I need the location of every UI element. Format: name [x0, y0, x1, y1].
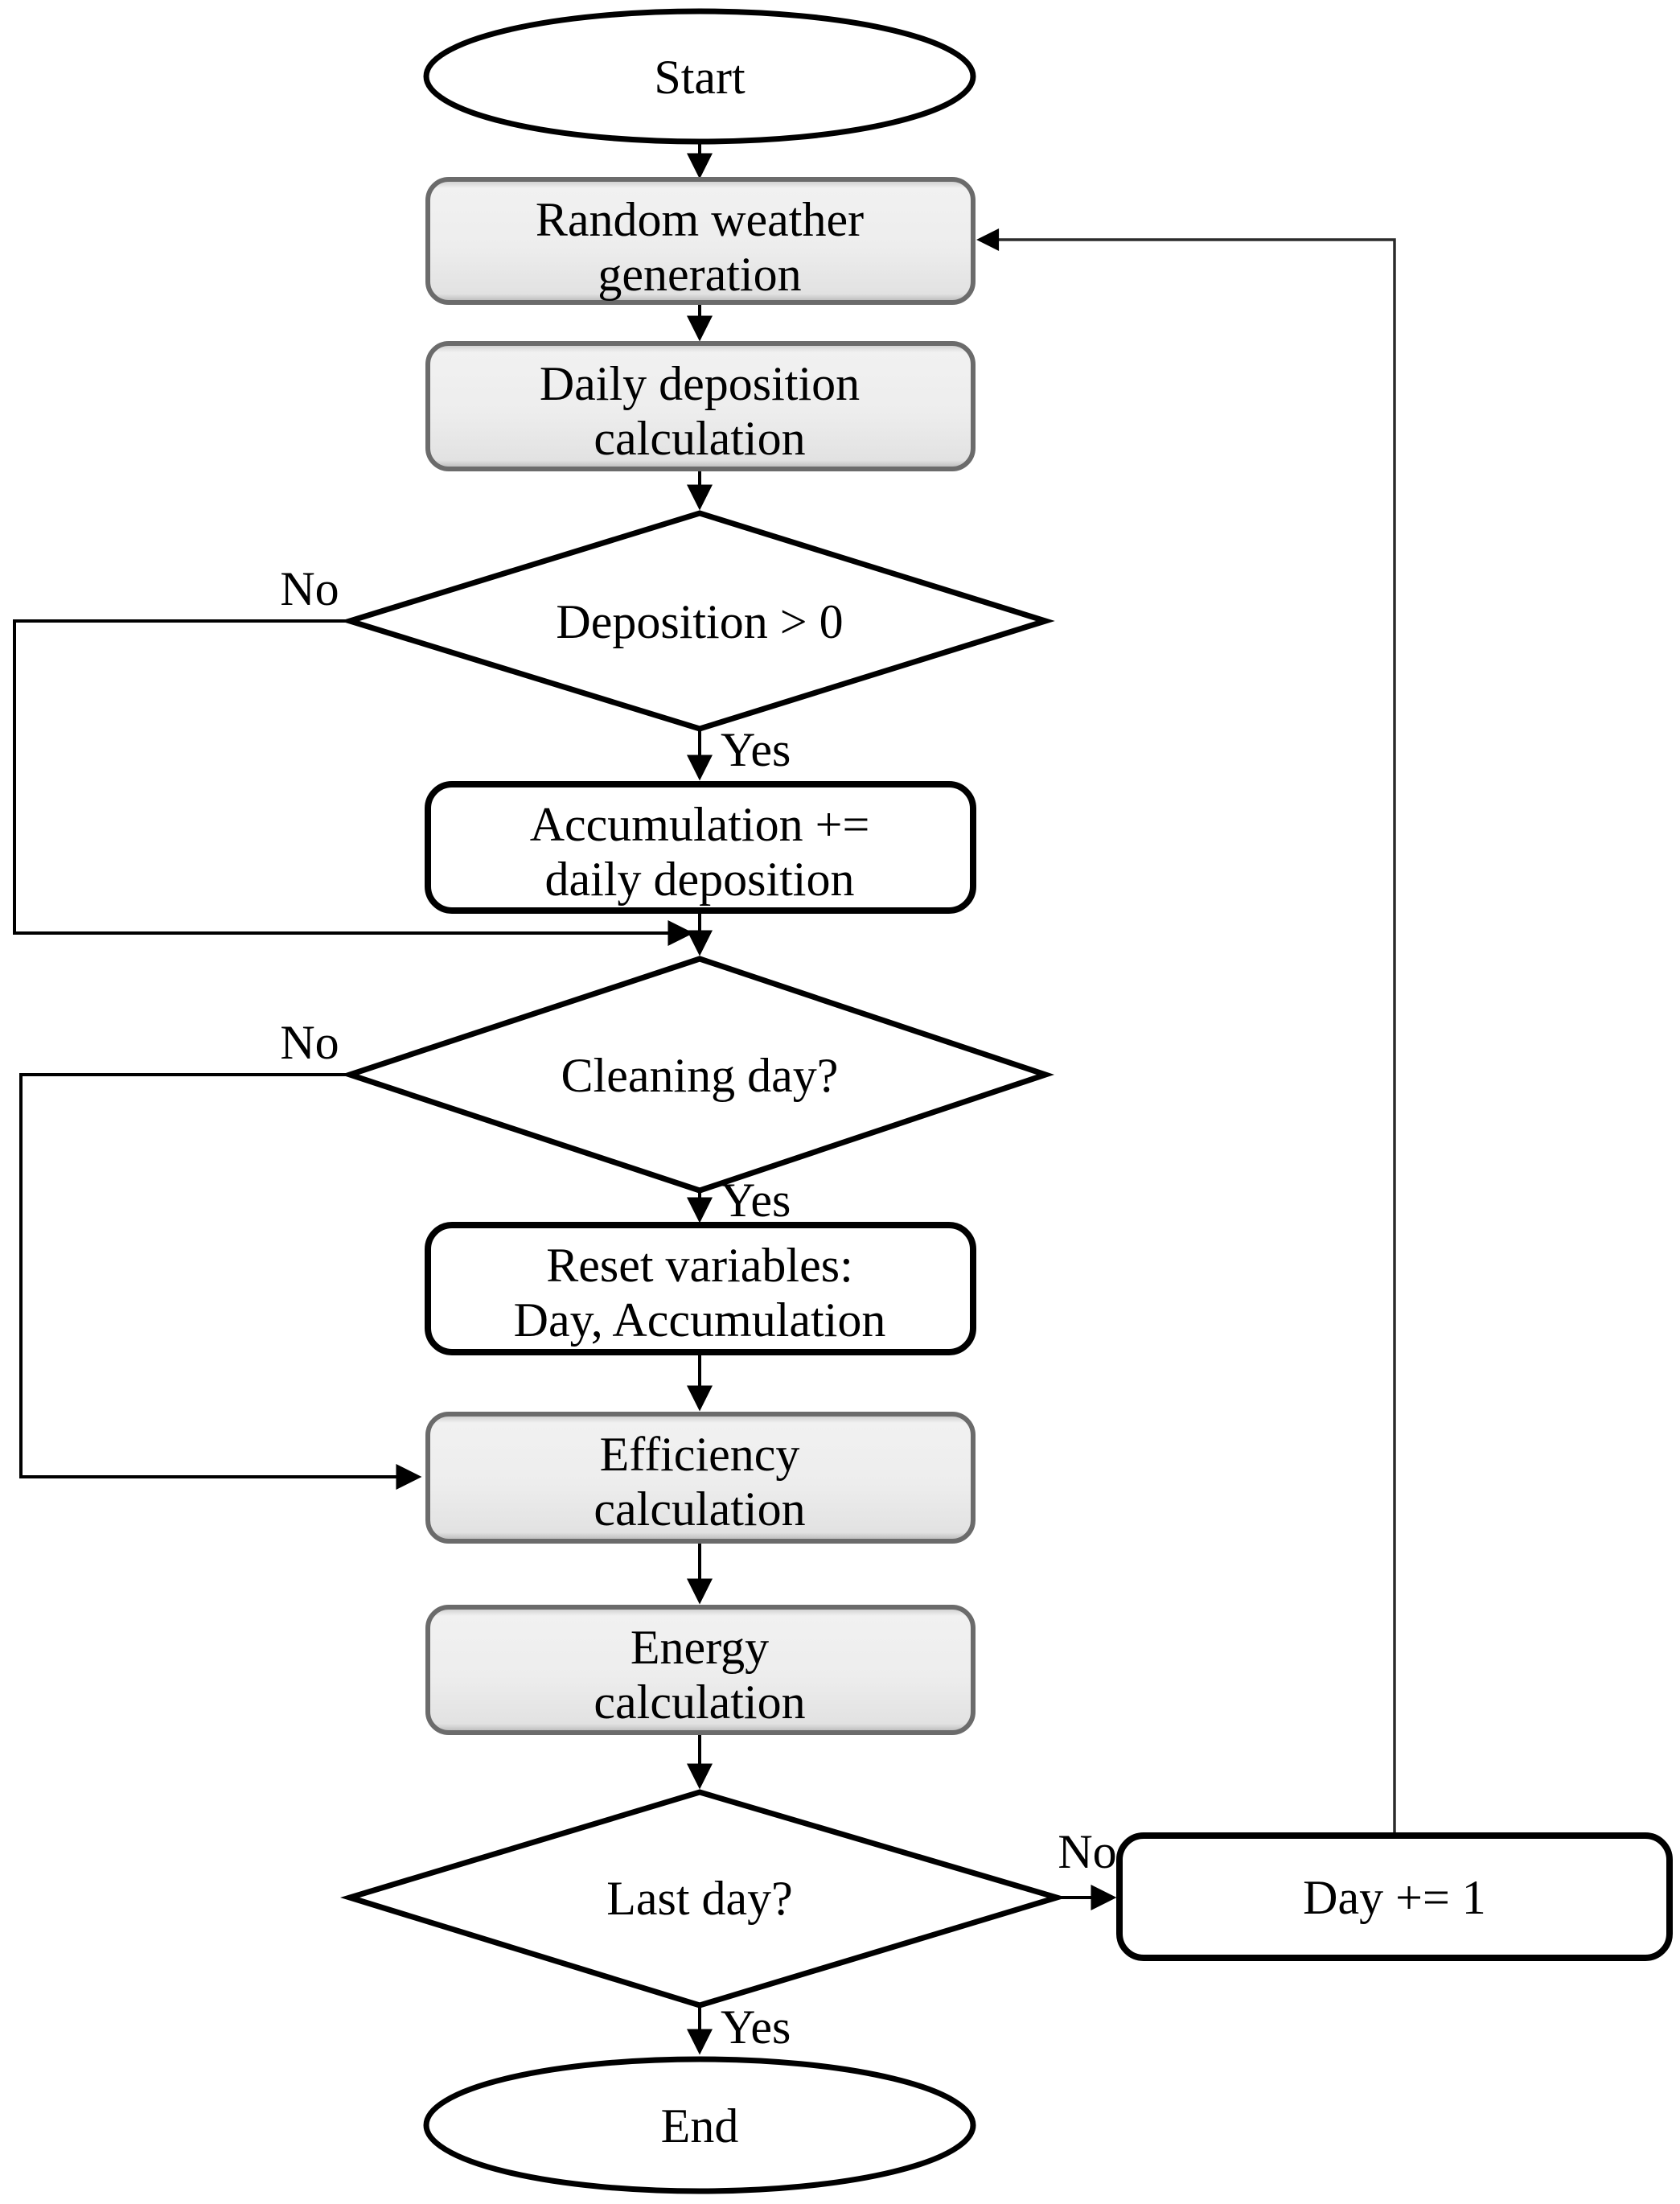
node-random-weather: Random weather generation: [425, 177, 976, 305]
energy-label-line1: Energy: [631, 1621, 769, 1674]
cleaning-check-label: Cleaning day?: [561, 1049, 839, 1102]
edge-labels: No Yes No Yes No Yes: [280, 562, 1116, 2054]
node-accumulation: Accumulation += daily deposition: [425, 781, 976, 914]
accumulation-label-line2: daily deposition: [545, 853, 855, 906]
node-start: Start: [423, 8, 976, 145]
node-energy: Energy calculation: [425, 1605, 976, 1735]
node-day-increment: Day += 1: [1116, 1832, 1673, 1961]
energy-label-line2: calculation: [594, 1676, 805, 1729]
day-increment-label: Day += 1: [1303, 1871, 1486, 1924]
edge-label-last-day-no: No: [1058, 1825, 1116, 1878]
edge-label-last-day-yes: Yes: [721, 2000, 791, 2054]
efficiency-label-line2: calculation: [594, 1482, 805, 1536]
random-weather-label-line1: Random weather: [536, 193, 864, 246]
edge-cleaning-no-to-efficiency: [19, 1073, 422, 1490]
daily-deposition-label-line2: calculation: [594, 412, 805, 465]
last-day-check-decision-shape: [339, 1789, 1067, 2009]
random-weather-label-line2: generation: [598, 248, 801, 301]
edge-label-cleaning-no: No: [280, 1016, 339, 1069]
efficiency-label-line1: Efficiency: [600, 1428, 800, 1481]
start-label: Start: [654, 51, 746, 104]
node-last-day-check: Last day?: [339, 1789, 1067, 2009]
node-end: End: [423, 2056, 976, 2194]
last-day-check-label: Last day?: [606, 1872, 793, 1925]
reset-variables-process-shape: [425, 1222, 976, 1355]
efficiency-process-shape: [425, 1412, 976, 1544]
edge-deposition-no-return: [13, 619, 694, 946]
node-cleaning-check: Cleaning day?: [340, 956, 1055, 1194]
node-deposition-check: Deposition > 0: [340, 510, 1055, 732]
energy-process-shape: [425, 1605, 976, 1735]
node-daily-deposition: Daily deposition calculation: [425, 341, 976, 471]
start-terminator-shape: [423, 8, 976, 145]
node-reset-variables: Reset variables: Day, Accumulation: [425, 1222, 976, 1355]
random-weather-process-shape: [425, 177, 976, 305]
deposition-check-decision-shape: [340, 510, 1055, 732]
reset-variables-label-line1: Reset variables:: [546, 1239, 853, 1292]
edge-label-deposition-yes: Yes: [721, 723, 791, 776]
daily-deposition-label-line1: Daily deposition: [540, 357, 860, 410]
edge-day-increment-loop-to-random-weather: [976, 228, 1396, 1836]
end-label: End: [661, 2099, 739, 2153]
reset-variables-label-line2: Day, Accumulation: [514, 1293, 886, 1347]
edge-label-deposition-no: No: [280, 562, 339, 615]
node-efficiency: Efficiency calculation: [425, 1412, 976, 1544]
day-increment-process-shape: [1116, 1832, 1673, 1961]
daily-deposition-process-shape: [425, 341, 976, 471]
accumulation-process-shape: [425, 781, 976, 914]
end-terminator-shape: [423, 2056, 976, 2194]
deposition-check-label: Deposition > 0: [556, 595, 843, 648]
cleaning-check-decision-shape: [340, 956, 1055, 1194]
accumulation-label-line1: Accumulation +=: [530, 798, 870, 851]
